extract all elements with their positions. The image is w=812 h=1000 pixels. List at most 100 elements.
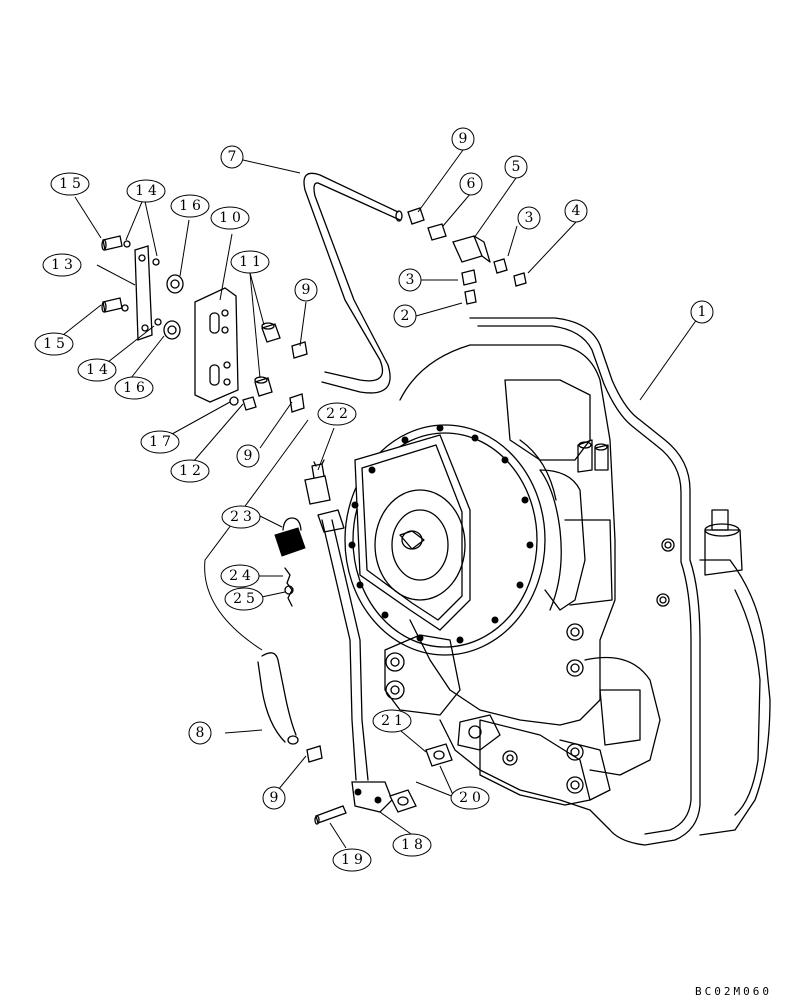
callout-bubble [188,721,212,745]
callout-label: 9 [244,448,257,464]
hose-8 [257,652,297,743]
washer-17 [229,396,239,406]
callout-label: 9 [459,131,472,147]
callout-16: 16 [170,194,210,218]
elbow-9 [306,745,323,763]
fitting-3 [461,269,477,286]
gasket-21 [425,743,453,767]
callout-bubble [34,332,74,356]
o-ring [121,304,129,312]
callout-label: 25 [233,591,259,607]
callout-label: 3 [525,210,538,226]
callout-11: 11 [230,250,270,274]
callout-bubble [170,194,210,218]
callout-4: 4 [564,199,588,223]
fitting-6 [427,223,447,241]
callout-label: 12 [179,463,205,479]
callout-24: 24 [220,564,260,588]
callout-21: 21 [372,709,412,733]
bearing-16 [163,320,181,340]
callout-bubble [230,250,270,274]
fitting-11 [261,322,281,343]
callout-label: 14 [86,362,112,378]
callout-label: 23 [230,509,256,525]
callout-17: 17 [140,430,180,454]
callout-bubble [221,505,261,529]
callout-bubble [126,179,166,203]
callout-bubble [332,848,372,872]
callout-bubble [317,402,357,426]
callout-bubble [50,172,90,196]
drain-cock-22 [304,459,331,505]
callout-label: 16 [179,198,205,214]
callout-bubble [451,127,475,151]
gasket-20 [389,789,417,813]
callout-label: 15 [43,336,69,352]
callout-label: 8 [196,725,209,741]
callout-bubble [392,833,432,857]
callout-label: 21 [381,713,407,729]
callout-bubble [220,564,260,588]
nut-12 [242,396,257,411]
callout-label: 9 [302,282,315,298]
callout-9: 9 [262,786,286,810]
callout-bubble [393,304,417,328]
callout-bubble [77,358,117,382]
pin-15 [101,235,123,251]
callout-bubble [220,145,244,169]
callout-label: 17 [149,434,175,450]
callout-bubble [42,253,82,277]
transmission-housing [384,317,771,846]
callout-bubble [372,709,412,733]
callout-9: 9 [294,278,318,302]
callout-13: 13 [42,253,82,277]
callout-bubble [210,206,250,230]
callout-label: 5 [512,159,525,175]
chain-clip [284,567,294,607]
callout-bubble [564,199,588,223]
callout-3: 3 [398,268,422,292]
callout-15: 15 [34,332,74,356]
callout-1: 1 [690,300,714,324]
callout-bubble [114,376,154,400]
suction-tube [321,519,369,781]
callout-label: 15 [59,176,85,192]
block-5 [452,235,491,263]
o-ring [152,258,160,266]
callout-14: 14 [77,358,117,382]
elbow-9 [291,341,308,359]
fitting-11 [254,376,273,397]
callout-bubble [170,459,210,483]
callout-bubble [450,786,490,810]
hose-7 [303,172,401,394]
leader-lines [62,149,703,849]
torque-converter-housing [344,424,562,656]
callout-12: 12 [170,459,210,483]
callout-3: 3 [517,206,541,230]
callout-bubble [398,268,422,292]
callout-bubble [236,444,260,468]
callout-bubble [294,278,318,302]
bearing-16 [166,274,184,294]
callout-bubble [504,155,528,179]
callout-label: 14 [135,183,161,199]
o-ring [123,240,131,248]
callout-7: 7 [220,145,244,169]
callout-6: 6 [459,172,483,196]
callout-label: 1 [698,304,711,320]
callout-bubble [262,786,286,810]
o-ring [154,318,162,326]
callout-label: 11 [239,254,265,270]
bracket-bar-13 [134,245,153,341]
callout-label: 4 [572,203,585,219]
callout-22: 22 [317,402,357,426]
callout-18: 18 [392,833,432,857]
callout-9: 9 [236,444,260,468]
elbow-9 [289,393,305,413]
callout-label: 24 [229,568,255,584]
callout-25: 25 [224,587,264,611]
callout-label: 13 [51,257,77,273]
pin-15 [101,297,123,313]
flywheel-bolt-holes [348,424,534,644]
